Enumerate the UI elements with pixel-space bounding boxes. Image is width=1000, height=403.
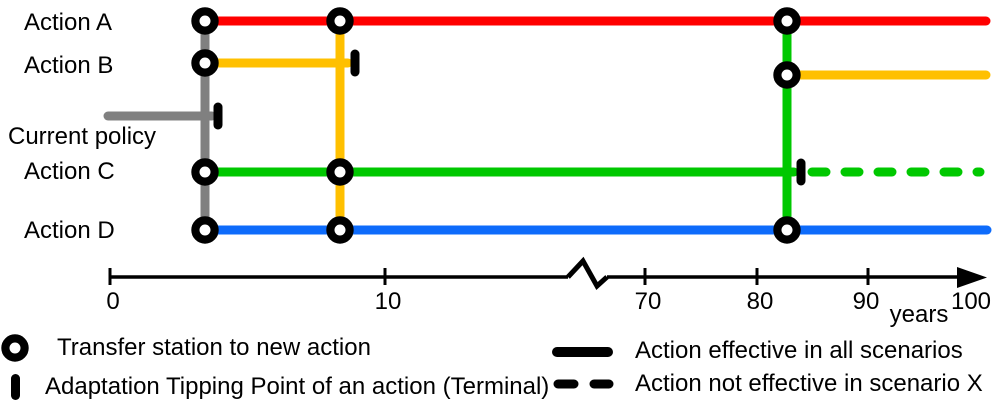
row-label-current-policy: Current policy bbox=[8, 123, 157, 150]
row-label-action-a: Action A bbox=[24, 9, 113, 36]
transfer-station bbox=[773, 216, 801, 244]
legend-tipping-point-label: Adaptation Tipping Point of an action (T… bbox=[45, 373, 550, 400]
tipping-point-action-b bbox=[350, 49, 360, 77]
transfer-station bbox=[773, 7, 801, 35]
legend-not-effective-label: Action not effective in scenario X bbox=[635, 370, 983, 397]
transfer-station bbox=[191, 49, 219, 77]
row-label-action-d: Action D bbox=[24, 217, 115, 244]
axis-arrowhead-icon bbox=[957, 267, 987, 288]
transfer-station bbox=[191, 216, 219, 244]
transfer-stations bbox=[191, 7, 801, 244]
pathway-action-b bbox=[200, 58, 991, 80]
transfer-station bbox=[191, 158, 219, 186]
transfer-station bbox=[326, 7, 354, 35]
axis-tick-label-100: 100 bbox=[950, 288, 992, 315]
time-axis bbox=[108, 256, 959, 290]
transfer-station bbox=[191, 7, 219, 35]
legend-tipping-point-icon bbox=[11, 374, 20, 400]
transfer-station bbox=[326, 158, 354, 186]
axis-tick-label-80: 80 bbox=[746, 288, 774, 315]
axis-unit-label: years bbox=[889, 301, 949, 328]
axis-tick-label-10: 10 bbox=[374, 288, 402, 315]
row-label-action-c: Action C bbox=[24, 158, 115, 185]
tipping-point-action-c bbox=[796, 158, 806, 186]
tipping-point-current-policy bbox=[213, 102, 223, 130]
axis-tick-label-70: 70 bbox=[634, 288, 662, 315]
axis-tick-label-0: 0 bbox=[106, 288, 120, 315]
axis-tick-label-90: 90 bbox=[852, 288, 880, 315]
legend-transfer-station-label: Transfer station to new action bbox=[57, 334, 371, 361]
row-label-action-b: Action B bbox=[24, 52, 114, 79]
legend-effective-label: Action effective in all scenarios bbox=[635, 337, 963, 364]
transfer-station bbox=[326, 216, 354, 244]
legend-transfer-station-icon bbox=[1, 334, 29, 362]
transfer-station bbox=[773, 61, 801, 89]
axis-break bbox=[566, 256, 609, 290]
